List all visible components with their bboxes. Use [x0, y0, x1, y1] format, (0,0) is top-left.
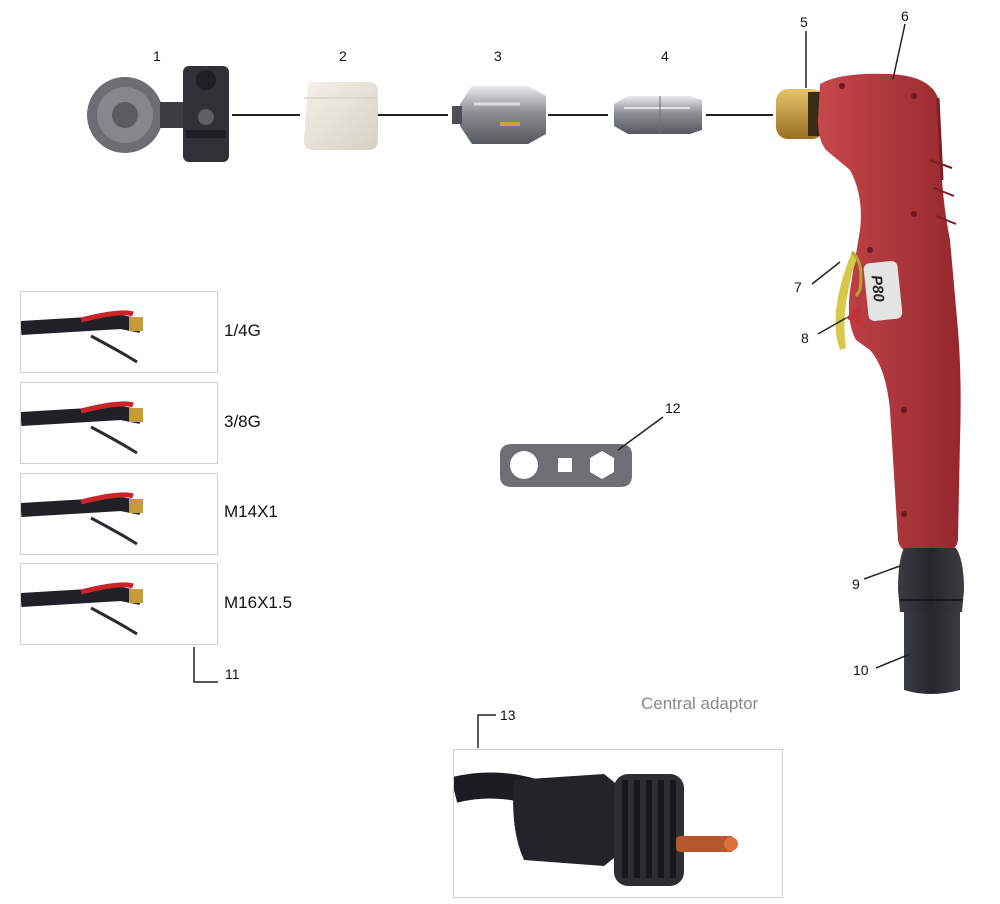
spanner-part [500, 444, 632, 487]
central-adaptor-title: Central adaptor [641, 694, 759, 713]
part-number-3: 3 [494, 48, 502, 64]
cable-option-photo [20, 382, 218, 464]
leader-9 [863, 565, 901, 580]
part-number-13: 13 [500, 707, 516, 723]
part-number-5: 5 [800, 14, 808, 30]
central-adaptor-photo [453, 749, 783, 898]
cable-image [21, 310, 143, 364]
cable-option-photo [20, 291, 218, 373]
electrode-part [614, 96, 702, 134]
cable-option-label: 3/8G [224, 412, 261, 431]
torch-marking: P80 [867, 274, 888, 303]
part-number-8: 8 [801, 330, 809, 346]
cable-image [21, 492, 143, 546]
leader-lines [193, 23, 911, 748]
leader-6 [892, 23, 906, 80]
leader-12 [617, 416, 664, 451]
torch-body-part [818, 73, 961, 552]
cable-option-label: M16X1.5 [224, 593, 293, 612]
cable-option-label: M14X1 [224, 502, 278, 521]
leader-13 [477, 714, 496, 748]
part-number-4: 4 [661, 48, 669, 64]
part-number-7: 7 [794, 279, 802, 295]
central-adaptor-image [454, 772, 738, 886]
cable-option-label: 1/4G [224, 321, 261, 340]
standoff-guide-part [87, 66, 229, 162]
handle-collar-part [898, 548, 964, 612]
cable-image [21, 401, 143, 455]
cable-option-photo [20, 563, 218, 645]
leader-10 [875, 653, 911, 669]
ceramic-shield-cup-part [304, 82, 378, 150]
part-number-9: 9 [852, 576, 860, 592]
cable-option-photo [20, 473, 218, 555]
trigger-part [835, 250, 866, 350]
nozzle-part [452, 86, 546, 144]
leader-7 [811, 261, 841, 285]
part-number-6: 6 [901, 8, 909, 24]
leader-11 [193, 647, 218, 683]
part-number-1: 1 [153, 48, 161, 64]
cable-image [21, 582, 143, 636]
part-number-11: 11 [225, 666, 240, 682]
part-number-10: 10 [853, 662, 869, 678]
cable-hose-part [904, 612, 960, 694]
part-number-2: 2 [339, 48, 347, 64]
part-number-12: 12 [665, 400, 681, 416]
leader-8 [817, 317, 847, 335]
